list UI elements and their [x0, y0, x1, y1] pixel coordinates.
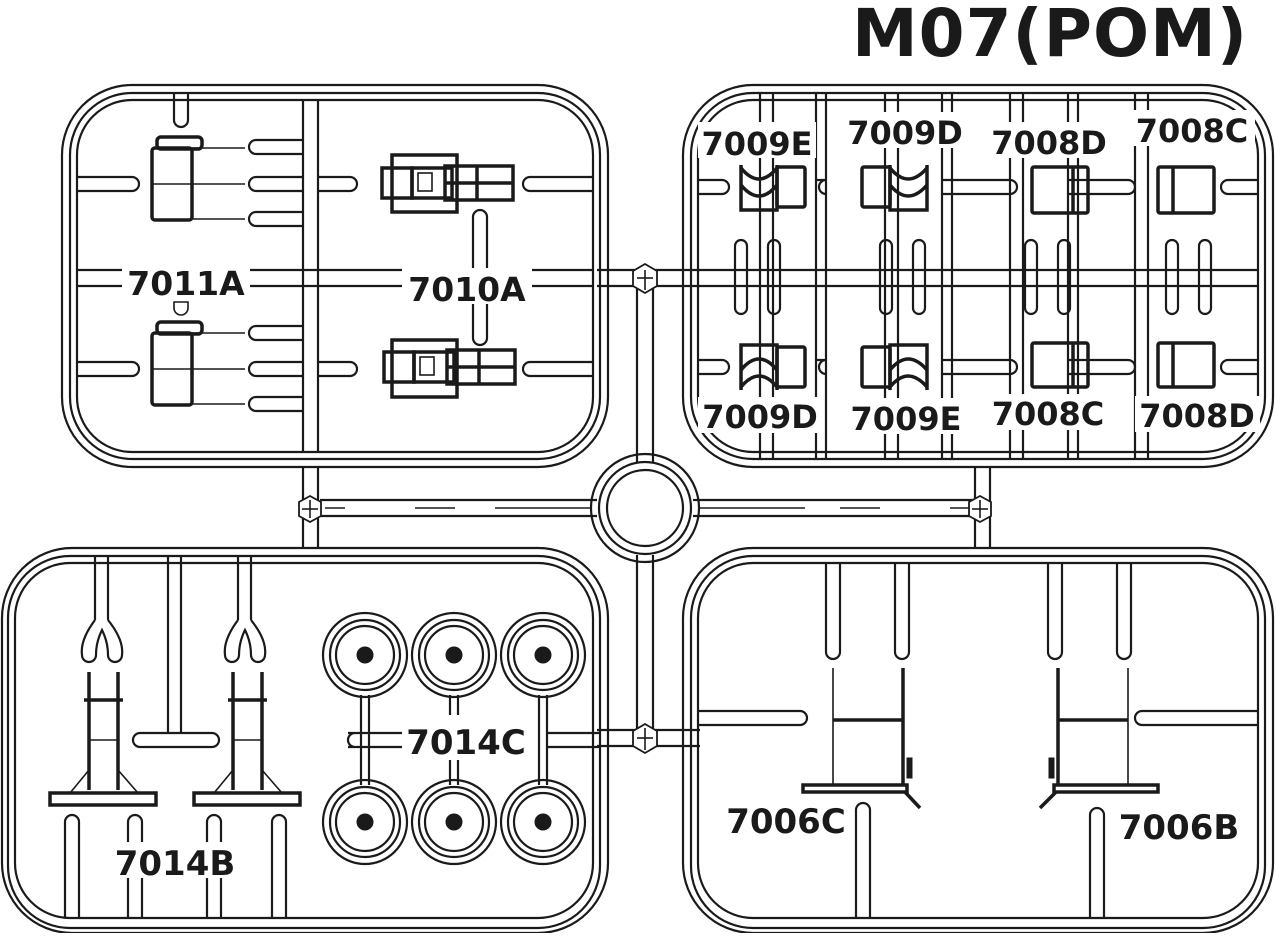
- part-label-7008c-top: 7008C: [1136, 112, 1249, 150]
- frame-bottom-right: 7006C 7006B: [681, 546, 1275, 935]
- part-7006c: [801, 668, 922, 810]
- hex-marker-right: [968, 494, 992, 524]
- part-7009e-upper: [739, 165, 807, 212]
- frame-top-left: 7011A 7010A: [60, 83, 610, 469]
- wheel: [321, 778, 409, 866]
- part-7009d-upper: [860, 165, 929, 212]
- wheel: [410, 611, 498, 699]
- part-7008d-upper: [1030, 165, 1090, 215]
- part-label-7009d-bottom: 7009D: [702, 398, 818, 436]
- part-7014b-right: [192, 672, 302, 807]
- part-7014b-left: [48, 672, 158, 807]
- part-7010a-lower: [382, 338, 517, 399]
- part-7011a-upper: [150, 135, 245, 222]
- part-7014c-wheels: [321, 611, 600, 866]
- part-label-7008d-top: 7008D: [991, 124, 1107, 162]
- hex-marker-top: [632, 262, 658, 295]
- hex-marker-left: [298, 494, 322, 524]
- part-label-7006b: 7006B: [1119, 808, 1240, 848]
- wheel: [499, 611, 587, 699]
- part-7008c-lower: [1030, 341, 1090, 389]
- part-7008c-upper: [1156, 165, 1216, 215]
- part-label-7014b: 7014B: [115, 844, 236, 884]
- hex-marker-bottom: [632, 722, 658, 755]
- part-label-7008d-bottom: 7008D: [1139, 397, 1255, 435]
- part-7006b: [1038, 668, 1160, 810]
- wheel: [321, 611, 409, 699]
- sprue-title: M07(POM): [851, 0, 1248, 72]
- frame-bottom-left: 7014B 7014C: [0, 546, 610, 935]
- part-7009e-lower: [860, 343, 929, 390]
- part-label-7011a: 7011A: [127, 264, 245, 303]
- wheel: [499, 778, 587, 866]
- part-label-7009e-top: 7009E: [702, 125, 813, 163]
- central-runners: [298, 262, 992, 755]
- part-7011a-lower: [150, 301, 245, 407]
- part-7009d-lower: [739, 343, 807, 390]
- part-7010a-upper: [380, 153, 515, 214]
- frame-top-right: 7009E 7009D 7008D 7008C 7009D 7009E 7008…: [681, 83, 1275, 469]
- center-ring: [589, 452, 701, 564]
- part-label-7006c: 7006C: [726, 802, 846, 842]
- part-label-7010a: 7010A: [408, 270, 526, 309]
- part-label-7009e-bottom: 7009E: [851, 400, 962, 438]
- part-label-7008c-bottom: 7008C: [992, 395, 1105, 433]
- wheel: [410, 778, 498, 866]
- part-label-7009d-top: 7009D: [847, 114, 963, 152]
- part-label-7014c: 7014C: [406, 723, 526, 763]
- part-7008d-lower: [1156, 341, 1216, 389]
